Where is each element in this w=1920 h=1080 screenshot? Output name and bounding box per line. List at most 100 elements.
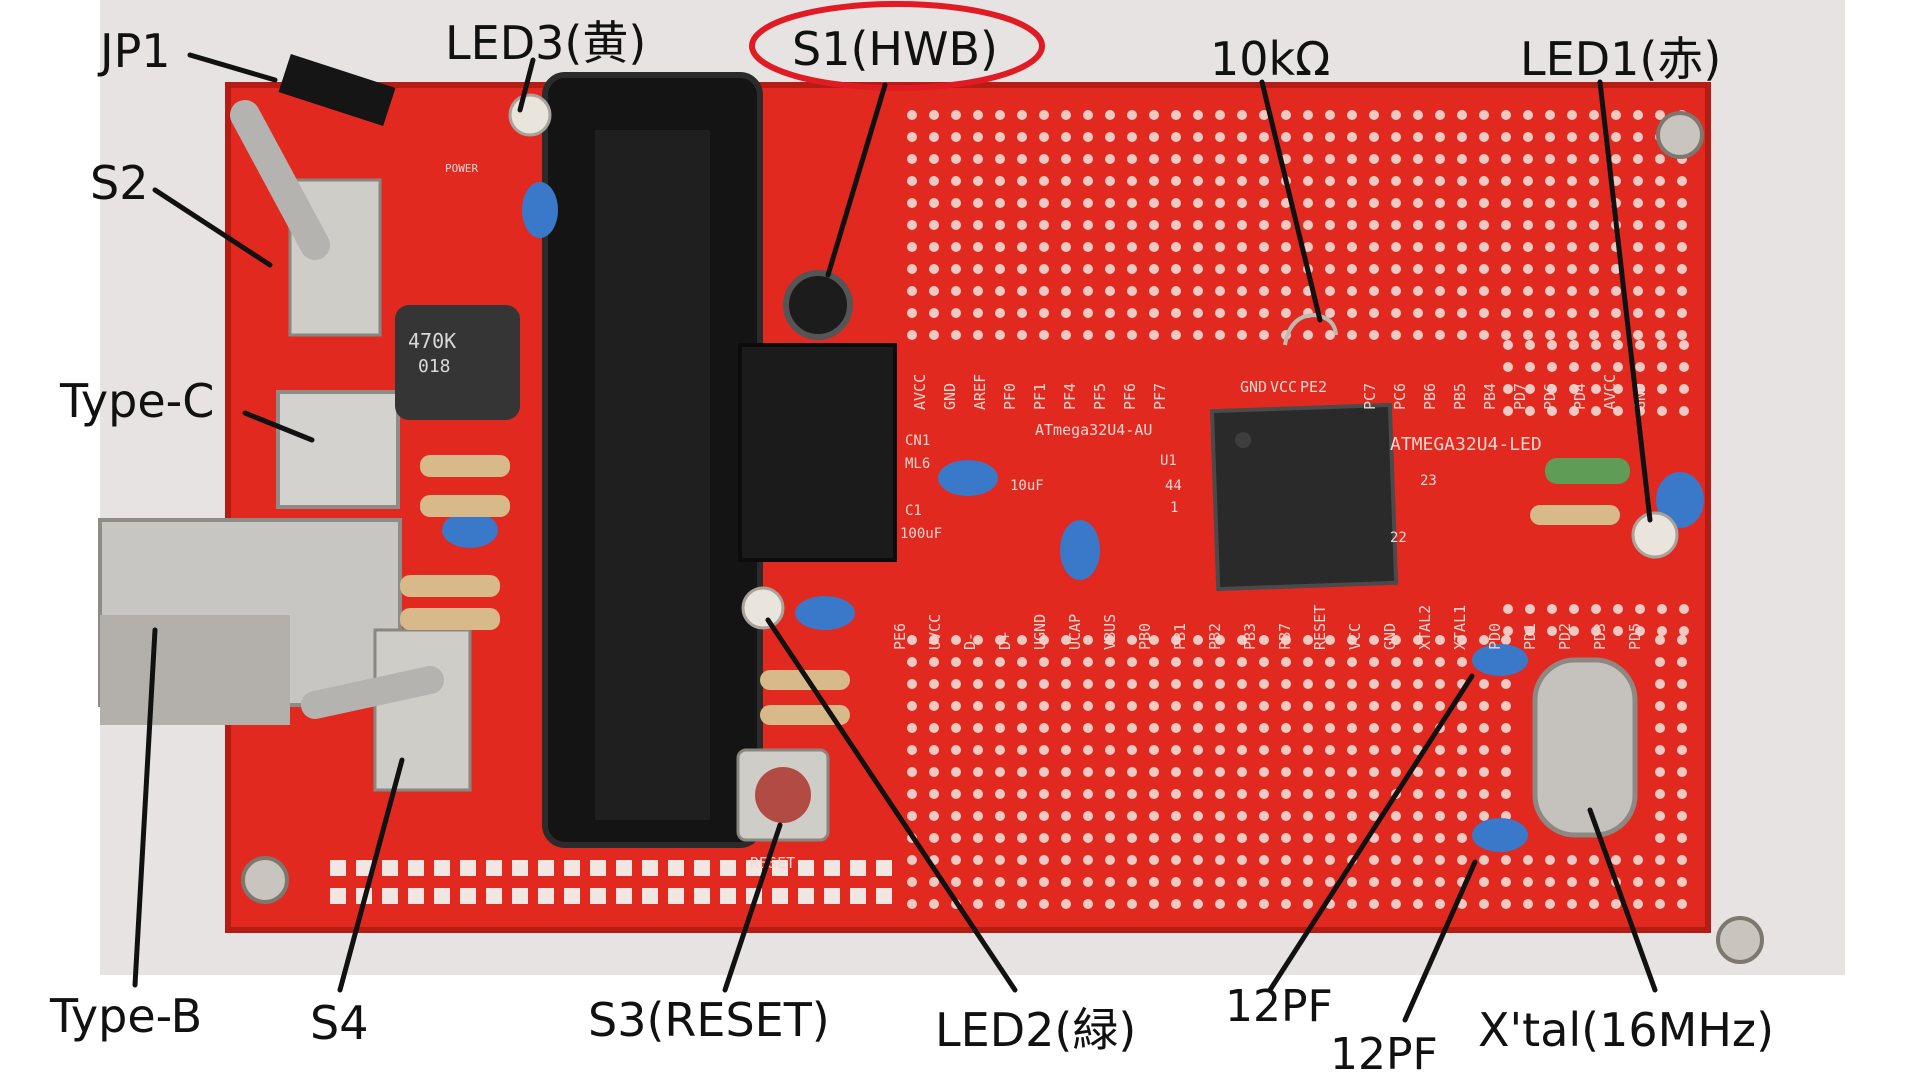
- pcb-hole: [1061, 176, 1071, 186]
- pcb-hole: [1303, 789, 1313, 799]
- pcb-hole: [1633, 176, 1643, 186]
- pcb-hole: [907, 657, 917, 667]
- pcb-hole: [1677, 701, 1687, 711]
- pcb-hole: [1193, 701, 1203, 711]
- pcb-hole: [1017, 110, 1027, 120]
- pcb-hole: [973, 198, 983, 208]
- pcb-hole: [1435, 308, 1445, 318]
- pcb-hole: [929, 242, 939, 252]
- pcb-hole: [1523, 877, 1533, 887]
- silk-pin-label: GND: [1381, 623, 1399, 650]
- pcb-hole: [1655, 264, 1665, 274]
- pcb-hole: [1479, 767, 1489, 777]
- pcb-hole: [1501, 877, 1511, 887]
- resistor-r2: [420, 495, 510, 517]
- pcb-hole: [1611, 286, 1621, 296]
- label-xtal: X'tal(16MHz): [1478, 1003, 1775, 1057]
- pcb-hole: [1569, 384, 1579, 394]
- pcb-hole: [1413, 833, 1423, 843]
- pcb-hole: [1017, 635, 1027, 645]
- pcb-hole: [1413, 198, 1423, 208]
- pcb-pad: [668, 860, 684, 876]
- pcb-hole: [1281, 701, 1291, 711]
- pcb-hole: [951, 264, 961, 274]
- pcb-hole: [995, 855, 1005, 865]
- pcb-hole: [1501, 723, 1511, 733]
- pcb-hole: [1083, 899, 1093, 909]
- pcb-hole: [1635, 340, 1645, 350]
- pcb-hole: [1061, 242, 1071, 252]
- pcb-hole: [1193, 220, 1203, 230]
- pcb-hole: [1435, 679, 1445, 689]
- pcb-hole: [1635, 362, 1645, 372]
- pcb-hole: [1633, 132, 1643, 142]
- leader-s3: [722, 822, 783, 993]
- pcb-hole: [1413, 330, 1423, 340]
- pcb-hole: [1567, 264, 1577, 274]
- pcb-hole: [995, 877, 1005, 887]
- pcb-hole: [1325, 833, 1335, 843]
- pcb-hole: [1083, 745, 1093, 755]
- label-type-c: Type-C: [60, 374, 215, 428]
- capacitor-xtal-top: [1472, 644, 1528, 676]
- pcb-hole: [1281, 855, 1291, 865]
- pcb-pad: [772, 860, 788, 876]
- silk-pin-label: PB2: [1206, 623, 1224, 650]
- pcb-hole: [1039, 657, 1049, 667]
- pcb-hole: [1325, 330, 1335, 340]
- silk-pin-label: UGND: [1031, 614, 1049, 650]
- pcb-hole: [1083, 154, 1093, 164]
- pcb-hole: [1525, 406, 1535, 416]
- pcb-hole: [1325, 132, 1335, 142]
- silk-pin-label: PF0: [1001, 383, 1019, 410]
- pcb-hole: [1435, 701, 1445, 711]
- box-header-cn1: [738, 343, 897, 562]
- pcb-hole: [1193, 789, 1203, 799]
- pcb-hole: [1435, 154, 1445, 164]
- pcb-hole: [1083, 811, 1093, 821]
- pcb-hole: [1591, 604, 1601, 614]
- pcb-hole: [1589, 286, 1599, 296]
- pcb-hole: [1215, 308, 1225, 318]
- capacitor-center: [1060, 520, 1100, 580]
- capacitor-top: [522, 182, 558, 238]
- pcb-hole: [929, 286, 939, 296]
- pcb-hole: [1413, 154, 1423, 164]
- pcb-hole: [1325, 811, 1335, 821]
- pcb-hole: [1237, 198, 1247, 208]
- leader-12pf-b: [1402, 859, 1478, 1023]
- pcb-hole: [1105, 154, 1115, 164]
- pcb-hole: [1589, 899, 1599, 909]
- pcb-hole: [1479, 635, 1489, 645]
- label-led2: LED2(緑): [935, 1003, 1137, 1057]
- pcb-hole: [1413, 286, 1423, 296]
- highlight-circle-s1: [749, 1, 1045, 91]
- pcb-hole: [1413, 220, 1423, 230]
- pcb-hole: [1193, 154, 1203, 164]
- pcb-hole: [1193, 264, 1203, 274]
- pcb-hole: [929, 308, 939, 318]
- pcb-hole: [929, 723, 939, 733]
- pcb-hole: [995, 176, 1005, 186]
- pcb-hole: [1259, 330, 1269, 340]
- crystal-16mhz: [1532, 657, 1638, 838]
- silk-10uf: 10uF: [1010, 478, 1044, 494]
- pcb-hole: [1193, 745, 1203, 755]
- pcb-hole: [1567, 154, 1577, 164]
- pcb-hole: [995, 701, 1005, 711]
- pcb-hole: [1017, 701, 1027, 711]
- pcb-hole: [1039, 723, 1049, 733]
- pcb-hole: [973, 745, 983, 755]
- silk-pin-label: PB5: [1451, 383, 1469, 410]
- pcb-hole: [1171, 132, 1181, 142]
- pcb-hole: [973, 264, 983, 274]
- bottom-pad-row: [330, 860, 892, 904]
- pcb-hole: [1501, 220, 1511, 230]
- pcb-hole: [1149, 657, 1159, 667]
- pcb-hole: [1677, 811, 1687, 821]
- pcb-pad: [356, 860, 372, 876]
- pcb-hole: [1457, 220, 1467, 230]
- pcb-hole: [1655, 789, 1665, 799]
- pcb-hole: [1039, 789, 1049, 799]
